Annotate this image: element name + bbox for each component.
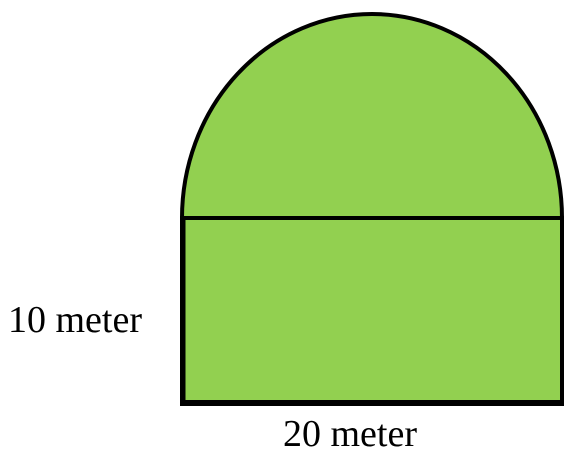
width-label: 20 meter xyxy=(283,413,417,453)
rectangle-region xyxy=(180,216,564,405)
semicircle-region xyxy=(180,12,564,220)
height-label: 10 meter xyxy=(8,299,142,341)
